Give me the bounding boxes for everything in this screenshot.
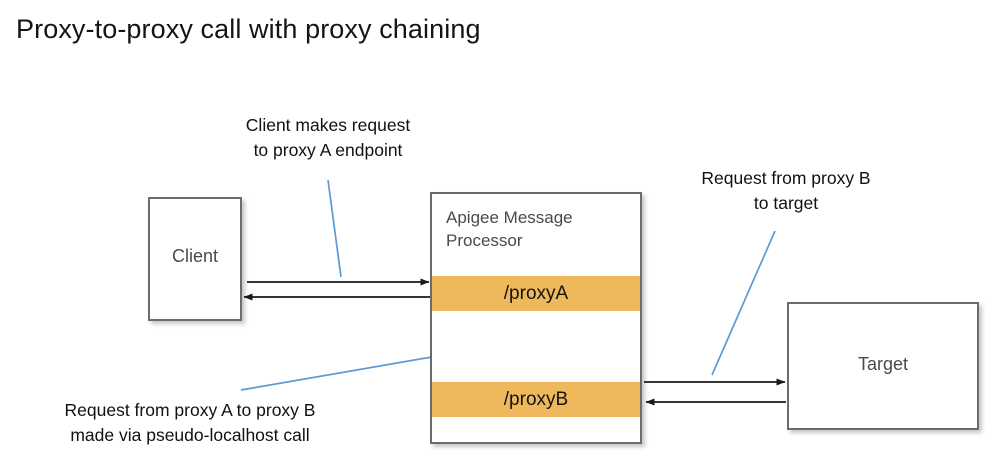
- annotation-proxya-to-proxyb: Request from proxy A to proxy B made via…: [64, 400, 316, 445]
- node-target[interactable]: Target: [787, 302, 979, 430]
- proxy-b-bar[interactable]: /proxyB: [432, 382, 640, 417]
- leader-line-client-request: [327, 179, 342, 278]
- message-processor-title: Apigee Message Processor: [446, 208, 573, 250]
- node-target-label: Target: [857, 354, 909, 374]
- annotation-proxyb-to-target: Request from proxy B to target: [701, 168, 871, 213]
- annotation-client-request: Client makes request to proxy A endpoint: [245, 115, 411, 160]
- node-client-label: Client: [171, 246, 219, 266]
- proxy-a-bar[interactable]: /proxyA: [432, 276, 640, 311]
- leader-line-proxyb-target: [711, 230, 776, 376]
- node-client[interactable]: Client: [148, 197, 242, 321]
- proxy-b-label: /proxyB: [503, 388, 569, 410]
- page-title: Proxy-to-proxy call with proxy chaining: [16, 14, 481, 44]
- node-message-processor[interactable]: Apigee Message Processor /proxyA /proxyB: [430, 192, 642, 444]
- proxy-a-label: /proxyA: [503, 282, 569, 304]
